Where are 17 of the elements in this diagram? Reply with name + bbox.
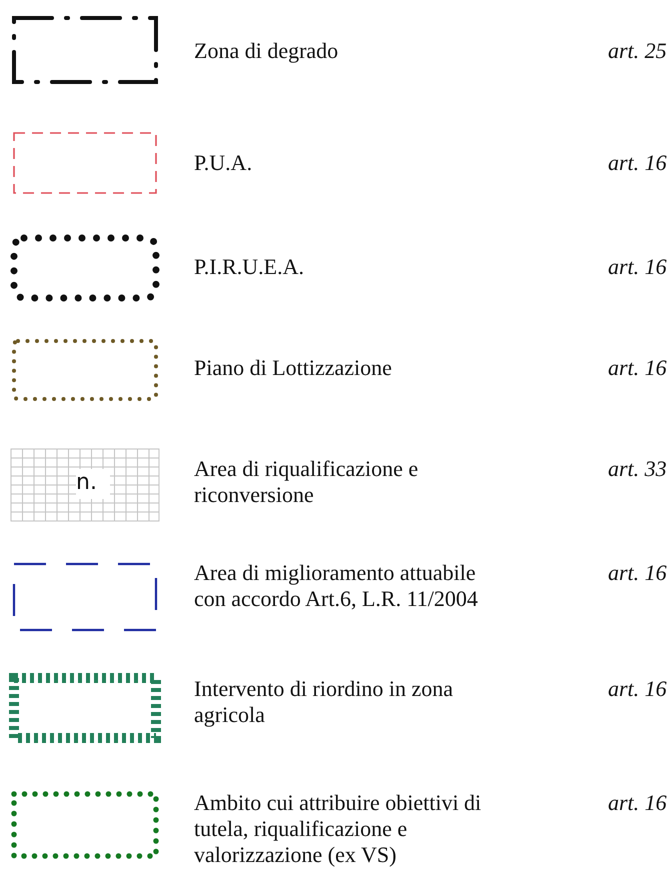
article-reference: art. 16 — [608, 150, 667, 176]
legend-text: P.I.R.U.E.A. — [194, 254, 306, 280]
article-reference: art. 16 — [608, 676, 667, 702]
article-reference: art. 33 — [608, 456, 667, 482]
legend-text: P.U.A. — [194, 150, 254, 176]
legend-text: Intervento di riordino in zona agricola — [194, 676, 454, 728]
legend-text: Area di riqualificazione e riconversione — [194, 456, 420, 508]
legend-text: Area di miglioramento attuabile con accordo Art.6, L.R. 11/2004 — [194, 560, 479, 612]
legend-text: Ambito cui attribuire obiettivi di tutela, riqualificazione e valorizzazione (ex VS) — [194, 790, 482, 868]
legend-text: Piano di Lottizzazione — [194, 355, 393, 381]
article-reference: art. 16 — [608, 790, 667, 816]
legend-text: Zona di degrado — [194, 38, 340, 64]
article-reference: art. 16 — [608, 355, 667, 381]
number-placeholder: n. — [76, 471, 97, 495]
article-reference: art. 16 — [608, 254, 667, 280]
article-reference: art. 25 — [608, 38, 667, 64]
article-reference: art. 16 — [608, 560, 667, 586]
